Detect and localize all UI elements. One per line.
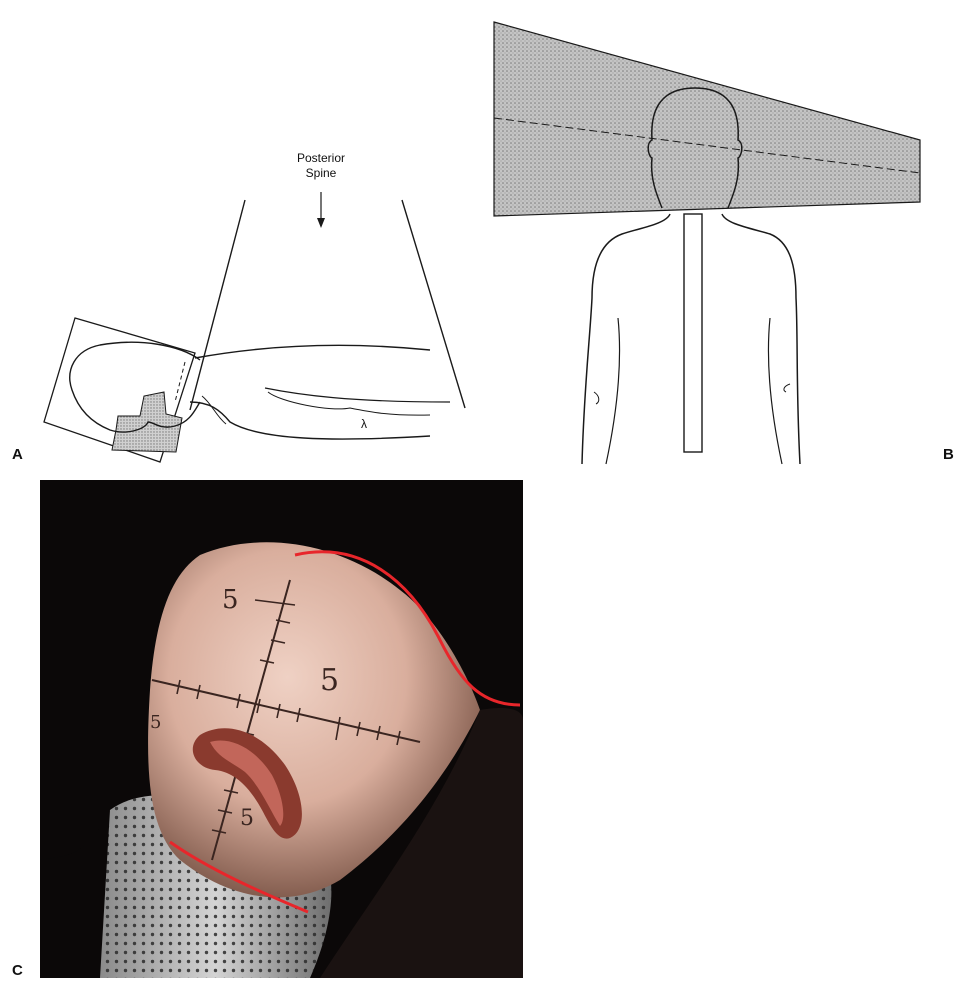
lambda-label: λ — [361, 417, 367, 431]
scale-label-left: 5 — [150, 712, 161, 733]
beam-edge-left — [190, 200, 245, 410]
arm-outline — [265, 388, 450, 402]
shoulder-detail — [202, 396, 226, 424]
panel-label-b: B — [943, 446, 954, 463]
field-junction-line — [175, 362, 185, 402]
body-front-outline — [190, 402, 430, 439]
scale-label-right: 5 — [320, 663, 339, 698]
beam-label-line1: Posterior — [297, 151, 345, 165]
spine-field-bar — [684, 214, 702, 452]
beam-label-line2: Spine — [306, 166, 337, 180]
left-elbow-detail — [594, 392, 599, 404]
scale-label-ear: 5 — [240, 806, 254, 831]
left-shoulder-outline — [582, 214, 670, 464]
right-elbow-detail — [784, 384, 790, 392]
cranial-field-wedge — [494, 22, 920, 216]
arm-lower-outline — [268, 392, 430, 415]
beam-arrow-head — [317, 218, 325, 228]
scale-label-top: 5 — [222, 585, 239, 615]
beam-edge-right — [402, 200, 465, 408]
shielding-block — [112, 392, 182, 452]
panel-label-a: A — [12, 446, 23, 463]
right-torso-outline — [769, 318, 783, 464]
left-torso-outline — [606, 318, 620, 464]
body-back-outline — [195, 345, 430, 358]
panel-c-photo: 5 5 5 5 — [40, 480, 523, 978]
panel-b-illustration — [490, 18, 930, 470]
right-shoulder-outline — [722, 214, 800, 464]
panel-a-illustration: Posterior Spine λ — [30, 140, 490, 470]
panel-label-c: C — [12, 962, 23, 979]
